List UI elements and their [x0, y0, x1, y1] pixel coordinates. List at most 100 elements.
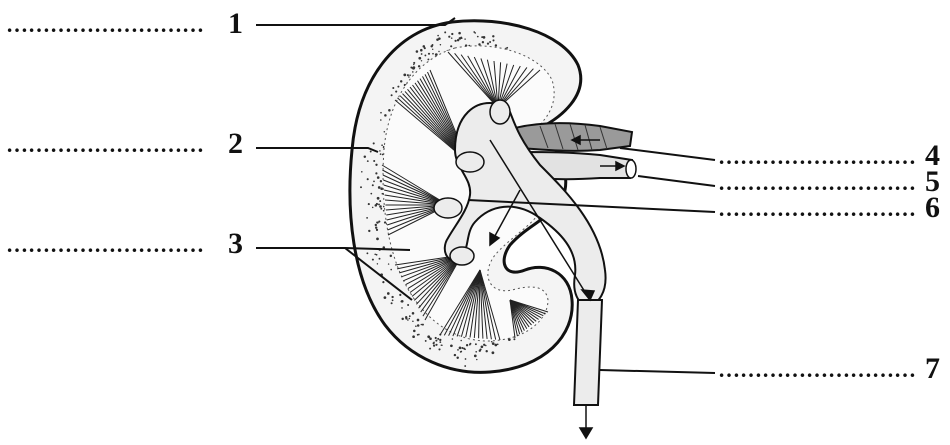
label-1-number: 1: [228, 7, 243, 40]
cortex-dot: [451, 37, 453, 39]
leader-line-4: [620, 148, 715, 160]
label-2-number: 2: [228, 127, 243, 160]
cortex-dot: [376, 238, 379, 241]
label-7-number: 7: [925, 352, 940, 385]
cortex-dot: [376, 222, 378, 224]
cortex-dot: [492, 39, 494, 41]
cortex-dot: [387, 292, 390, 295]
cortex-dot: [459, 347, 462, 350]
cortex-dot: [435, 337, 437, 339]
cortex-dot: [407, 319, 409, 321]
cortex-dot: [459, 37, 462, 40]
cortex-dot: [401, 307, 403, 309]
cortex-dot: [412, 321, 414, 323]
label-1-blank: ………………………: [6, 12, 204, 37]
cortex-dot: [421, 53, 423, 55]
cortex-dot: [412, 312, 415, 315]
cortex-dot: [454, 354, 456, 356]
cortex-dot: [384, 221, 386, 223]
cortex-dot: [492, 342, 495, 345]
cortex-dot: [418, 65, 420, 67]
cortex-dot: [399, 294, 401, 296]
cortex-dot: [407, 304, 409, 306]
cortex-dot: [378, 203, 380, 205]
cortex-dot: [367, 160, 369, 162]
ureter: [574, 300, 602, 405]
cortex-dot: [375, 224, 377, 226]
cortex-dot: [382, 281, 384, 283]
cortex-dot: [465, 358, 467, 360]
cortex-dot: [464, 348, 466, 350]
cortex-dot: [432, 49, 433, 50]
cortex-dot: [436, 38, 439, 41]
cortex-dot: [435, 344, 437, 346]
cortex-dot: [384, 296, 387, 299]
cortex-dot: [377, 197, 380, 200]
cortex-dot: [491, 341, 492, 342]
cortex-dot: [380, 187, 383, 190]
cortex-dot: [418, 334, 420, 336]
cortex-dot: [401, 318, 403, 320]
cortex-dot: [457, 39, 459, 41]
cortex-dot: [378, 186, 381, 189]
cortex-dot: [384, 114, 387, 117]
cortex-dot: [375, 172, 377, 174]
cortex-dot: [391, 302, 393, 304]
cortex-dot: [475, 343, 477, 345]
cortex-dot: [373, 181, 375, 183]
cortex-dot: [494, 344, 497, 347]
cortex-dot: [391, 296, 393, 298]
leader-line-3a: [256, 248, 410, 250]
label-6-blank: ………………………: [718, 196, 916, 221]
cortex-dot: [375, 164, 377, 166]
cortex-dot: [460, 340, 462, 342]
cortex-dot: [372, 184, 374, 186]
cortex-dot: [474, 32, 476, 34]
cortex-dot: [381, 144, 383, 146]
cortex-dot: [441, 345, 442, 346]
cortex-dot: [421, 324, 423, 326]
cortex-dot: [421, 60, 422, 61]
cortex-dot: [415, 325, 417, 327]
cortex-dot: [413, 330, 416, 333]
cortex-dot: [380, 112, 382, 114]
cortex-dot: [372, 207, 374, 209]
cortex-dot: [439, 339, 441, 341]
cortex-dot: [405, 316, 407, 318]
cortex-dot: [429, 348, 431, 350]
cortex-dot: [417, 324, 420, 327]
cortex-dot: [489, 41, 491, 43]
cortex-dot: [390, 269, 392, 271]
label-4-blank: ………………………: [718, 144, 916, 169]
cortex-dot: [383, 210, 385, 212]
cortex-dot: [377, 176, 380, 179]
cortex-dot: [380, 119, 382, 121]
cortex-dot: [418, 57, 421, 60]
cortex-dot: [379, 200, 381, 202]
cortex-dot: [413, 66, 416, 69]
cortex-dot: [464, 38, 465, 39]
cortex-dot: [460, 351, 462, 353]
cortex-dot: [366, 252, 368, 254]
cortex-dot: [374, 254, 376, 256]
label-6: ……………………… 6: [718, 191, 940, 224]
cortex-dot: [412, 71, 414, 73]
cortex-dot: [433, 342, 435, 344]
cortex-dot: [379, 258, 381, 260]
label-2: ……………………… 2: [6, 127, 243, 160]
cortex-dot: [437, 35, 439, 37]
leader-line-5: [638, 176, 715, 186]
vein-opening: [626, 160, 636, 178]
cortex-dot: [439, 341, 441, 343]
label-2-blank: ………………………: [6, 132, 204, 157]
cortex-dot: [469, 344, 471, 346]
cortex-dot: [428, 53, 430, 55]
cortex-dot: [427, 58, 429, 60]
cortex-dot: [390, 255, 392, 257]
cortex-dot: [395, 91, 397, 93]
cortex-dot: [461, 347, 463, 349]
label-4: ……………………… 4: [718, 139, 940, 172]
cortex-dot: [479, 350, 481, 352]
cortex-dot: [438, 51, 439, 52]
cortex-dot: [492, 351, 495, 354]
